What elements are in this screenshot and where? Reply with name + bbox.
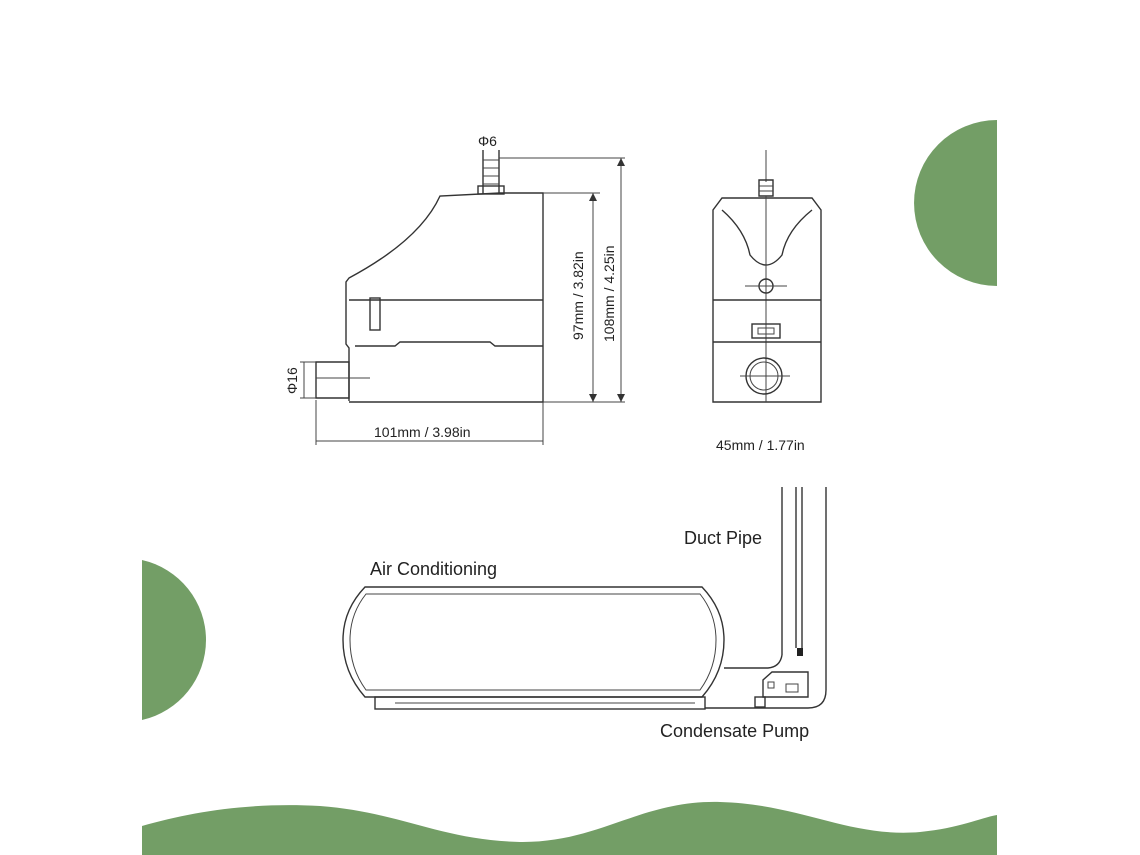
width-label: 101mm / 3.98in <box>374 424 471 440</box>
front-inlet-nozzle <box>758 179 774 197</box>
dim-height-body <box>543 192 625 403</box>
air-conditioning-label: Air Conditioning <box>370 559 497 579</box>
outlet-port <box>315 361 370 399</box>
height-total-label: 108mm / 4.25in <box>601 246 617 343</box>
air-conditioner-tray <box>374 696 706 710</box>
condensate-pump <box>754 648 809 708</box>
installation-view: Air Conditioning Duct Pipe Condensate Pu… <box>342 487 827 741</box>
body-seam-lower <box>355 341 543 347</box>
inlet-diameter-label: Φ6 <box>478 133 497 149</box>
height-body-label: 97mm / 3.82in <box>570 251 586 340</box>
dim-height-total <box>617 158 625 402</box>
decor-circle-right <box>914 120 997 286</box>
front-width-label: 45mm / 1.77in <box>716 437 805 453</box>
pump-body-outline <box>345 192 544 403</box>
front-view: 45mm / 1.77in <box>712 150 822 453</box>
dim-outlet <box>300 361 316 399</box>
front-connector <box>751 323 781 339</box>
side-view: Φ6 97mm / 3.82in 108mm / 4.25in Φ16 <box>284 133 625 445</box>
duct-pipe <box>705 487 827 709</box>
dim-width <box>315 400 544 445</box>
front-body-outline <box>712 197 822 403</box>
decor-wave-bottom <box>142 801 997 855</box>
outlet-diameter-label: Φ16 <box>284 367 300 394</box>
duct-pipe-label: Duct Pipe <box>684 528 762 548</box>
air-conditioner-outline <box>342 586 725 698</box>
decor-circle-left <box>142 560 206 720</box>
float-switch <box>369 297 381 331</box>
condensate-pump-label: Condensate Pump <box>660 721 809 741</box>
front-top-curve <box>721 209 813 266</box>
inlet-nozzle <box>477 150 505 195</box>
